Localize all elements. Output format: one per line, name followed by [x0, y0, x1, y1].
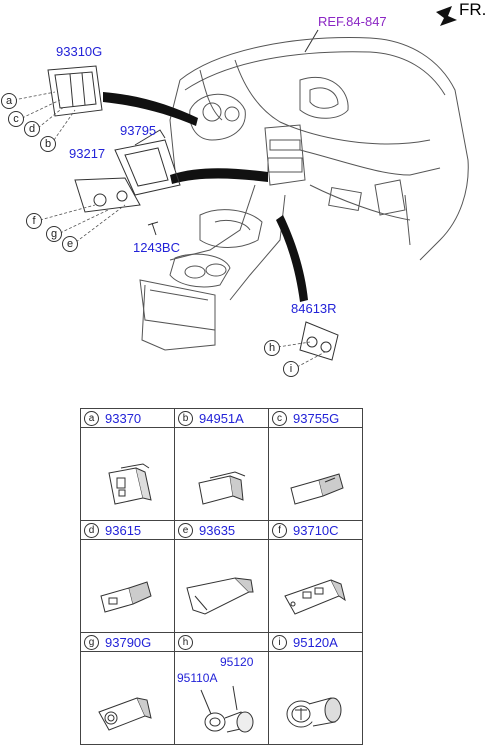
cell-h-part-1: 95120 — [220, 655, 254, 669]
cell-g-image — [80, 651, 175, 745]
part-1243BC: 1243BC — [133, 240, 180, 255]
cell-g-part: 93790G — [105, 634, 152, 650]
switch-b-icon — [198, 471, 246, 505]
callout-c: c — [8, 111, 24, 127]
switch-c-icon — [290, 473, 344, 505]
part-93310G: 93310G — [56, 44, 103, 59]
callout-b: b — [40, 136, 56, 152]
switch-f-icon — [284, 579, 346, 615]
cell-b-image — [174, 427, 269, 521]
cell-f-part: 93710C — [293, 522, 339, 538]
front-label: FR. — [459, 0, 487, 19]
part-84613R: 84613R — [291, 301, 337, 316]
cell-f-image — [268, 539, 363, 633]
callout-i: i — [283, 361, 299, 377]
switch-d-icon — [100, 581, 152, 613]
callout-h: h — [264, 340, 280, 356]
cell-e-image — [174, 539, 269, 633]
callout-g: g — [46, 226, 62, 242]
cell-h-header: h — [174, 632, 269, 652]
callout-e: e — [62, 236, 78, 252]
callout-f: f — [26, 213, 42, 229]
switch-g-icon — [98, 697, 152, 731]
cigar-lighter-icon — [286, 697, 342, 728]
callout-a: a — [1, 93, 17, 109]
cell-b-part: 94951A — [199, 410, 244, 426]
switch-a-icon — [108, 463, 152, 505]
callout-d: d — [24, 121, 40, 137]
dashed-leaders — [13, 91, 326, 368]
cell-c-image — [268, 427, 363, 521]
assembly-parts — [47, 65, 339, 361]
dashboard-diagram — [13, 6, 469, 368]
cell-h-image: 95120 95110A — [174, 651, 269, 745]
cell-a-image — [80, 427, 175, 521]
part-93217: 93217 — [69, 146, 106, 161]
front-arrow-icon — [436, 6, 457, 26]
switch-e-icon — [186, 577, 254, 615]
ref-label: REF.84-847 — [318, 14, 387, 29]
cell-e-part: 93635 — [199, 522, 236, 538]
cell-d-image — [80, 539, 175, 633]
cell-c-part: 93755G — [293, 410, 340, 426]
cell-i-part: 95120A — [293, 634, 338, 650]
cell-a-part: 93370 — [105, 410, 142, 426]
cell-i-image — [268, 651, 363, 745]
cell-h-part-2: 95110A — [177, 671, 218, 685]
cell-d-part: 93615 — [105, 522, 142, 538]
part-93795: 93795 — [120, 123, 157, 138]
leader-arrows — [103, 92, 308, 302]
